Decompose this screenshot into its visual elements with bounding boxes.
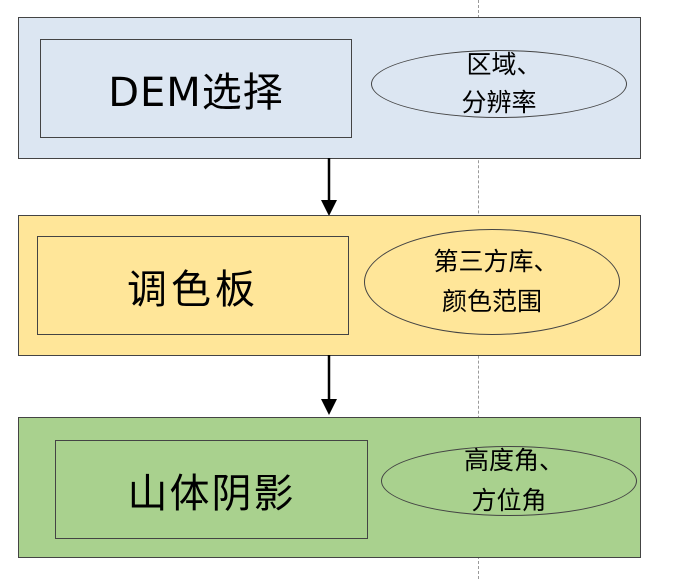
stage-hillshade-title: 山体阴影 [55, 440, 368, 539]
stage-palette-note-line2: 颜色范围 [441, 287, 542, 316]
arrow-down-2 [321, 355, 337, 415]
stage-hillshade-note-line1: 高度角、 [463, 446, 564, 475]
stage-palette-title: 调色板 [37, 236, 349, 335]
stage-hillshade-note: 高度角、 方位角 [381, 446, 637, 516]
stage-dem-selection-title: DEM选择 [40, 39, 352, 138]
stage-palette-note: 第三方库、 颜色范围 [364, 229, 620, 335]
arrow-down-1 [321, 158, 337, 216]
stage-hillshade-note-line2: 方位角 [471, 486, 547, 515]
stage-palette-note-line1: 第三方库、 [433, 247, 559, 276]
stage-dem-selection-note-line2: 分辨率 [461, 88, 537, 117]
stage-dem-selection-note: 区域、 分辨率 [371, 50, 627, 118]
stage-dem-selection-note-line1: 区域、 [466, 50, 542, 79]
